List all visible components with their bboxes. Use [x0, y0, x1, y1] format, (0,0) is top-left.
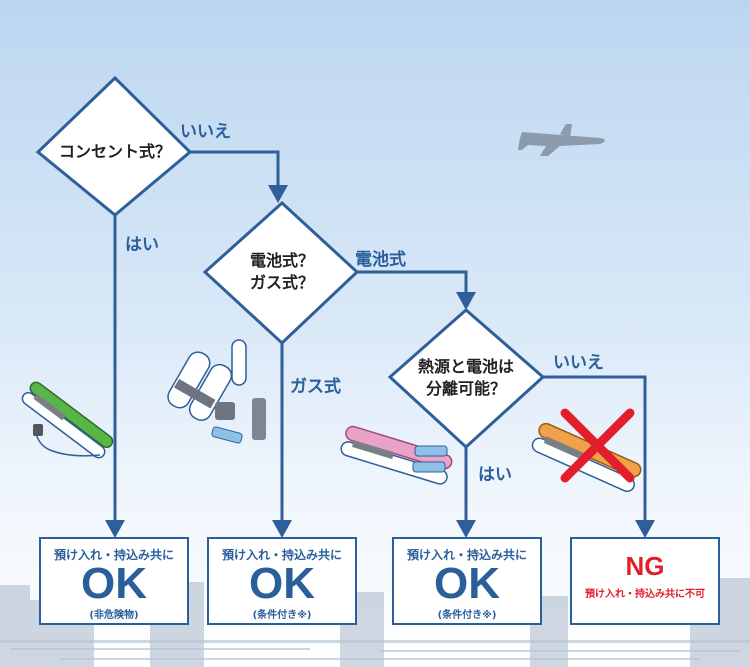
result-note: (条件付き※)	[252, 610, 312, 621]
result-verdict: OK	[434, 559, 500, 608]
battery-icon	[412, 445, 448, 473]
branch-label-q2-battery: 電池式	[355, 250, 406, 270]
result-note: 預け入れ・持込み共に不可	[585, 589, 705, 600]
decision-diamond-power	[35, 75, 193, 217]
question-separable-line2: 分離可能？	[425, 379, 506, 398]
skyline-stripes	[0, 640, 750, 660]
result-ok-conditional-gas: 預け入れ・持込み共に OK (条件付き※)	[207, 537, 357, 625]
result-verdict: OK	[81, 559, 147, 608]
question-battery-line: 電池式？	[249, 251, 314, 270]
power-cord-icon	[34, 429, 101, 457]
prohibited-cross-icon	[560, 408, 635, 483]
result-note: (非危険物)	[89, 610, 139, 621]
plug-icon	[33, 424, 43, 436]
branch-label-q1-no: いいえ	[180, 122, 231, 142]
branch-label-q3-yes: はい	[478, 465, 512, 485]
airplane-icon	[518, 124, 605, 156]
branch-label-q1-yes: はい	[125, 235, 159, 255]
arrowheads	[105, 185, 655, 538]
result-verdict: OK	[249, 559, 315, 608]
question-gas-line: ガス式？	[249, 273, 314, 292]
corded-hair-iron-icon	[21, 381, 114, 459]
result-note: (条件付き※)	[437, 610, 497, 621]
result-heading: 預け入れ・持込み共に	[53, 548, 174, 562]
result-heading: 預け入れ・持込み共に	[406, 548, 527, 562]
branch-label-q2-gas: ガス式	[290, 377, 341, 397]
decision-diamond-battery-gas	[202, 200, 360, 346]
result-ok-conditional-battery: 預け入れ・持込み共に OK (条件付き※)	[392, 537, 542, 625]
flow-lines	[113, 150, 647, 522]
result-ng-prohibited: NG 預け入れ・持込み共に不可	[570, 537, 720, 625]
decision-diamond-separable	[387, 308, 546, 450]
battery-hair-iron-icon	[340, 425, 453, 485]
question-separable: 熱源と電池は 分離可能？	[402, 356, 530, 400]
question-power-outlet: コンセント式？	[58, 142, 171, 161]
result-verdict: NG	[625, 551, 665, 581]
gas-hair-iron-icon	[167, 339, 266, 444]
question-separable-line1: 熱源と電池は	[417, 357, 514, 376]
result-ok-non-hazardous: 預け入れ・持込み共に OK (非危険物)	[39, 537, 189, 625]
result-heading: 預け入れ・持込み共に	[221, 548, 342, 562]
branch-label-q3-no: いいえ	[553, 353, 604, 373]
question-battery-or-gas: 電池式？ ガス式？	[222, 250, 342, 294]
